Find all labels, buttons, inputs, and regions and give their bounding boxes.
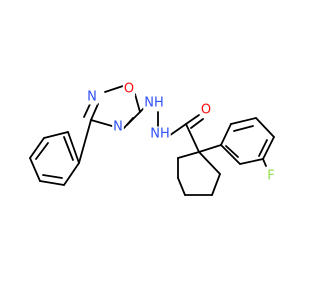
atom-label-backing: [199, 102, 213, 118]
structure-diagram: O N N NH NH O F: [29, 81, 276, 196]
cyclohexane-ring: [177, 151, 221, 196]
atom-label-backing: [122, 81, 136, 97]
bond-phenyl-oxadiazole: [78, 119, 92, 164]
atom-label-backing: [143, 95, 165, 111]
phenyl-ring: [29, 131, 80, 186]
bond-carbonyl-quaternary: [185, 123, 200, 153]
atom-o-ring: O: [124, 82, 134, 97]
atom-fluorine: F: [267, 169, 274, 184]
bond-carbon-fluorine: [262, 158, 267, 167]
molecule-drawing: O N N NH NH O F: [29, 81, 276, 196]
atom-n-bottom: N: [113, 120, 123, 135]
fluorophenyl-ring: [220, 117, 275, 165]
bond-carbonyl-double-b: [190, 118, 204, 129]
atom-n-top: N: [87, 90, 97, 105]
atom-label-backing: [86, 89, 98, 105]
atom-o-carbonyl: O: [201, 103, 211, 118]
bond-quaternary-fluorophenyl: [198, 144, 222, 153]
atom-label-backing: [266, 168, 276, 184]
atom-label-backing: [112, 119, 124, 135]
oxadiazole-ring: [83, 85, 141, 129]
atom-nh-upper: NH: [144, 96, 164, 111]
bond-carbonyl-double-a: [185, 114, 200, 125]
atom-nh-lower: NH: [150, 127, 170, 142]
atom-label-backing: [149, 126, 171, 142]
